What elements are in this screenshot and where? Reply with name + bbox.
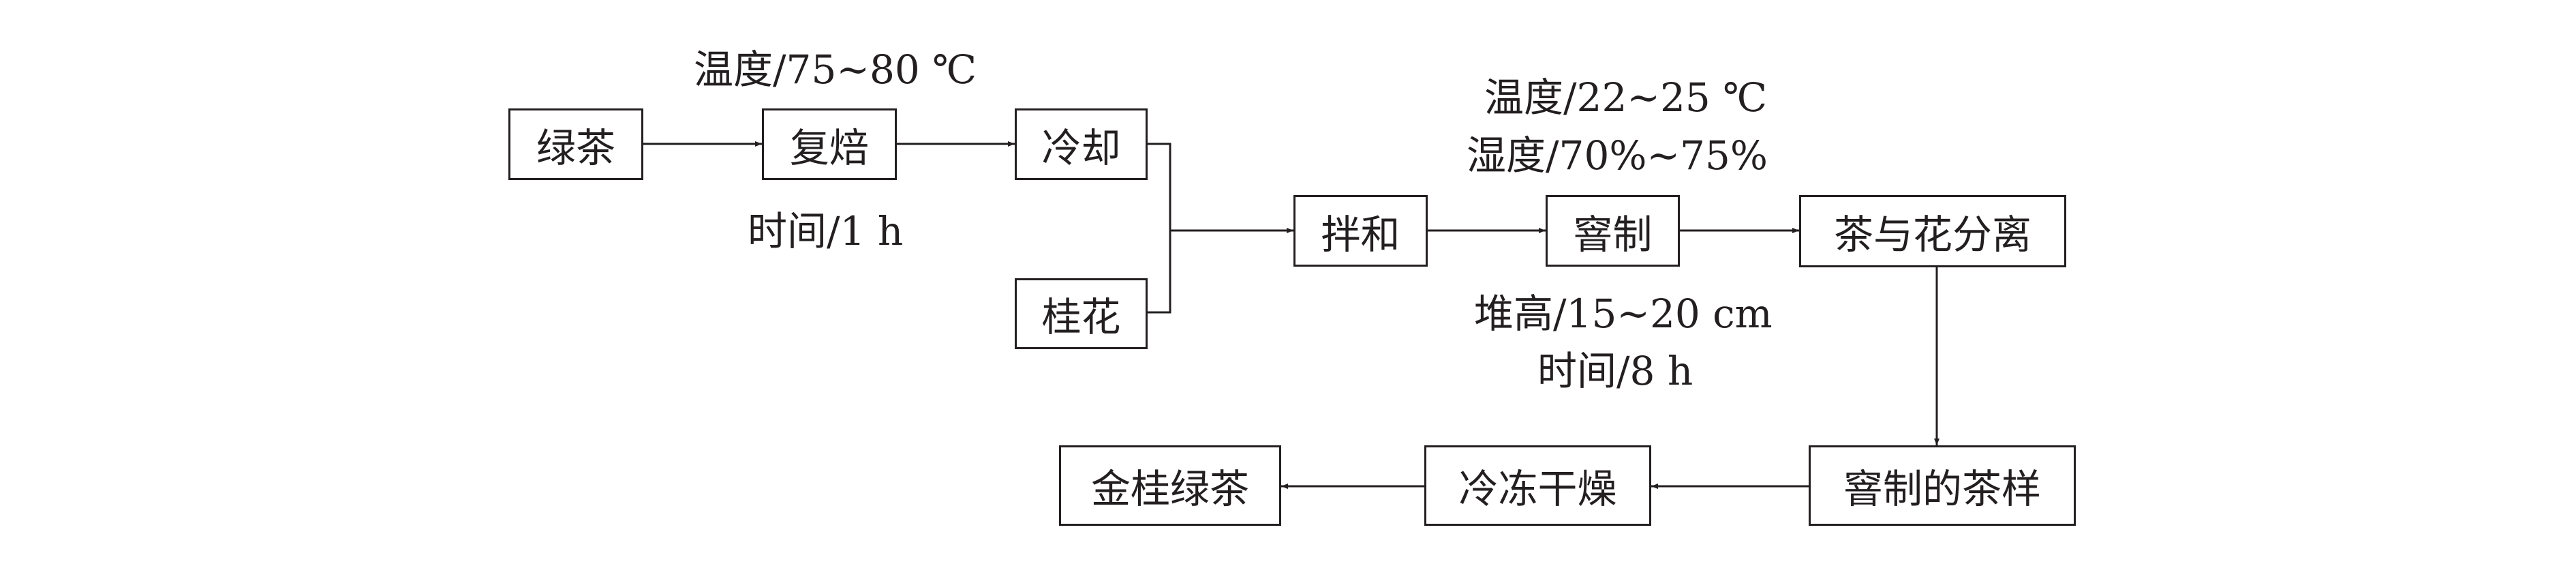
annotation-scent-humidity: 湿度/70%~75% xyxy=(1467,132,1768,179)
annotation-scent-height: 堆高/15~20 cm xyxy=(1474,291,1773,337)
node-scent: 窨制 xyxy=(1546,195,1680,267)
node-separate: 茶与花分离 xyxy=(1799,195,2066,267)
node-scented-sample: 窨制的茶样 xyxy=(1809,445,2076,526)
node-mix: 拌和 xyxy=(1293,195,1428,267)
node-final-product: 金桂绿茶 xyxy=(1059,445,1281,526)
bracket-merge xyxy=(1148,143,1171,314)
node-refire: 复焙 xyxy=(762,108,897,180)
node-freeze-dry: 冷冻干燥 xyxy=(1424,445,1651,526)
annotation-scent-temperature: 温度/22~25 ℃ xyxy=(1484,74,1768,121)
annotation-refire-temperature: 温度/75~80 ℃ xyxy=(694,46,977,93)
annotation-scent-time: 时间/8 h xyxy=(1537,348,1693,394)
node-osmanthus: 桂花 xyxy=(1015,278,1148,349)
annotation-refire-time: 时间/1 h xyxy=(748,208,904,254)
node-green-tea: 绿茶 xyxy=(508,108,643,180)
node-cool: 冷却 xyxy=(1015,108,1148,180)
